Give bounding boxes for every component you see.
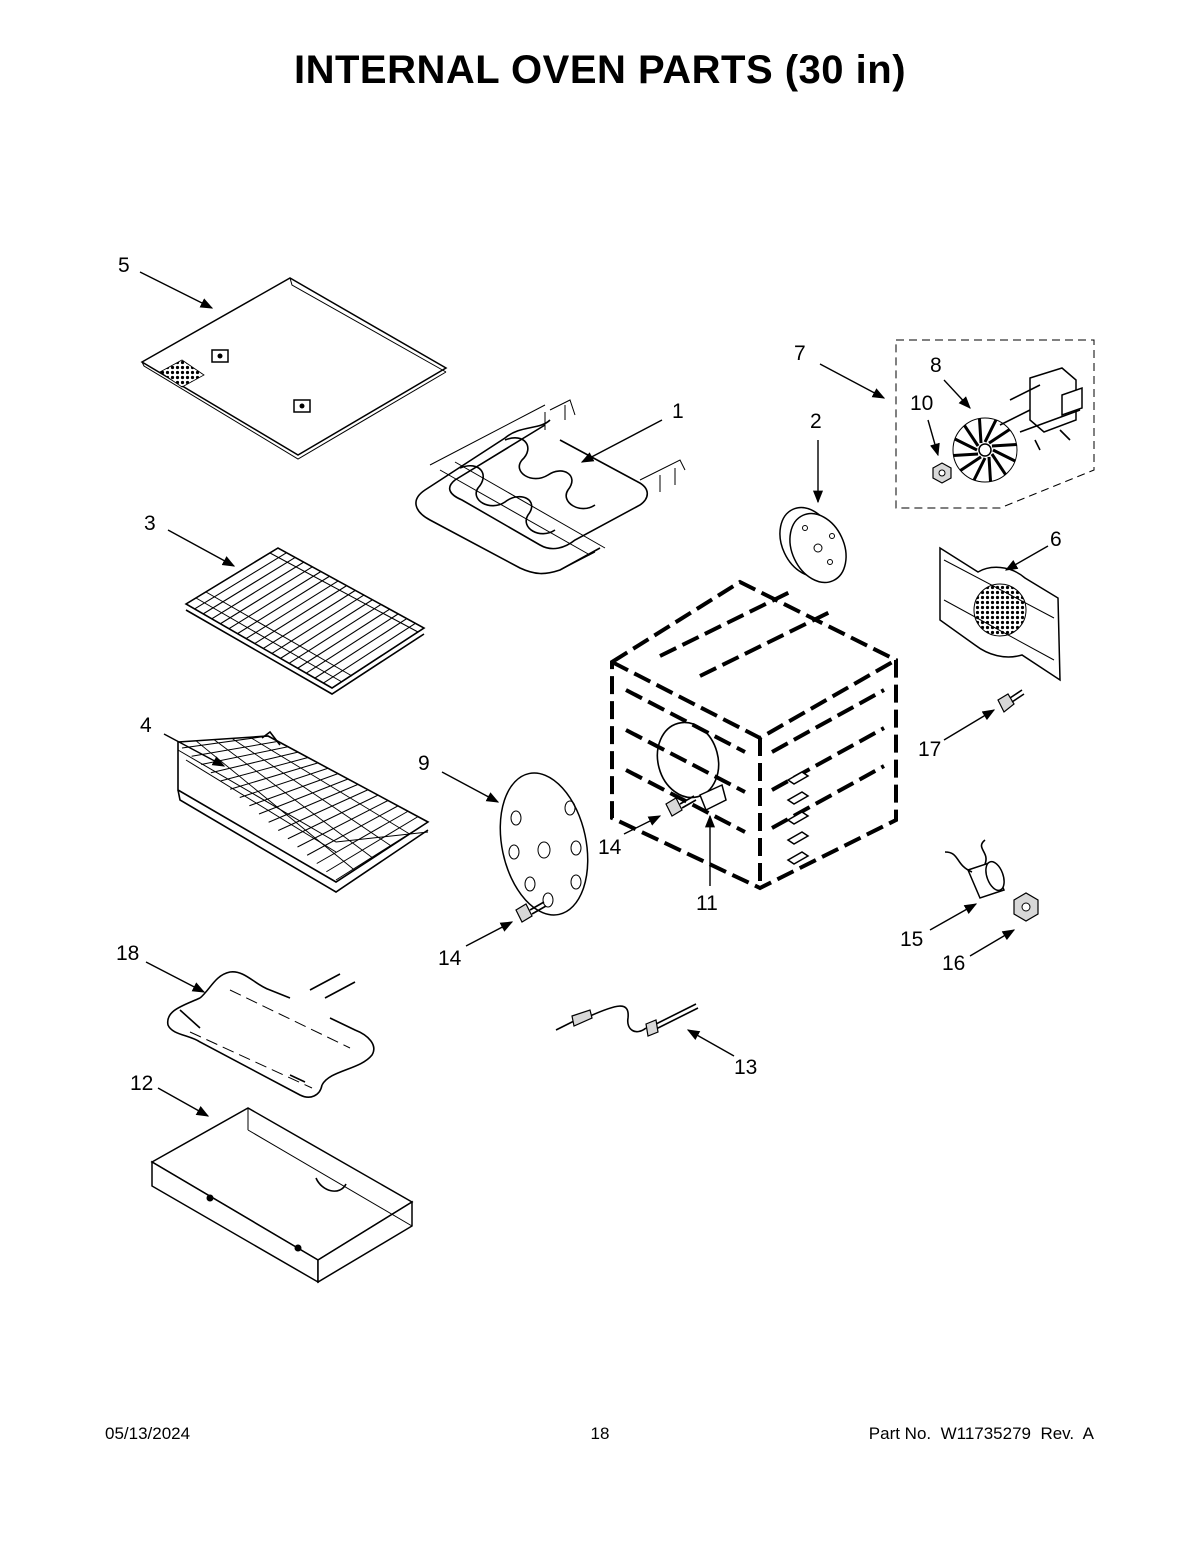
leader-9 bbox=[441, 771, 500, 803]
part-13-temp-probe bbox=[555, 1003, 699, 1037]
leader-4 bbox=[163, 733, 226, 767]
callout-3: 3 bbox=[144, 512, 156, 535]
leader-10 bbox=[927, 419, 940, 457]
footer-part-number: Part No. W11735279 Rev. A bbox=[868, 1424, 1094, 1443]
callout-4: 4 bbox=[140, 714, 152, 737]
leader-14b bbox=[465, 921, 514, 947]
part-2-baffle-disc bbox=[779, 506, 847, 584]
callout-1: 1 bbox=[672, 400, 684, 423]
leader-5 bbox=[139, 271, 214, 309]
footer-page-number: 18 bbox=[590, 1424, 610, 1443]
part-8-fan-blade bbox=[952, 417, 1018, 483]
page-title: INTERNAL OVEN PARTS (30 in) bbox=[293, 48, 907, 92]
motor bbox=[999, 367, 1083, 451]
part-6-fan-shroud bbox=[939, 546, 1061, 682]
part-7-convection-assembly bbox=[895, 339, 1095, 509]
leader-6 bbox=[1004, 545, 1049, 571]
leader-arrows bbox=[139, 271, 1049, 1117]
leader-8 bbox=[943, 379, 971, 409]
part-17-screw bbox=[997, 689, 1025, 713]
callout-labels: 5 1 3 4 7 8 10 2 6 17 9 14 11 14 15 16 1… bbox=[116, 254, 1062, 1095]
callout-18: 18 bbox=[116, 942, 139, 965]
callout-12: 12 bbox=[130, 1072, 153, 1095]
callout-5: 5 bbox=[118, 254, 130, 277]
callout-6: 6 bbox=[1050, 528, 1062, 551]
part-18-bake-element bbox=[167, 971, 375, 1098]
callout-13: 13 bbox=[734, 1056, 757, 1079]
callout-7: 7 bbox=[794, 342, 806, 365]
callout-14b: 14 bbox=[438, 947, 462, 970]
leader-12 bbox=[157, 1087, 210, 1117]
part-10-nut bbox=[932, 462, 952, 484]
callout-11: 11 bbox=[696, 892, 718, 915]
leader-16 bbox=[969, 929, 1016, 957]
callout-15: 15 bbox=[900, 928, 923, 951]
callout-2: 2 bbox=[810, 410, 822, 433]
leader-3 bbox=[167, 529, 236, 567]
leader-13 bbox=[686, 1029, 735, 1057]
part-14-screw-a bbox=[665, 795, 697, 817]
callout-10: 10 bbox=[910, 392, 933, 415]
callout-9: 9 bbox=[418, 752, 430, 775]
part-4-rollout-rack bbox=[177, 730, 430, 893]
part-16-nut bbox=[1013, 892, 1039, 922]
callout-8: 8 bbox=[930, 354, 942, 377]
callout-14a: 14 bbox=[598, 836, 622, 859]
footer-date: 05/13/2024 bbox=[105, 1424, 191, 1443]
leader-14a bbox=[623, 815, 662, 835]
part-12-bottom-pan bbox=[150, 1107, 414, 1284]
part-15-sensor bbox=[944, 839, 1006, 899]
part-3-oven-rack bbox=[184, 547, 426, 695]
part-9-rear-baffle bbox=[499, 772, 589, 916]
leader-17 bbox=[943, 709, 996, 741]
callout-17: 17 bbox=[918, 738, 941, 761]
part-1-broil-element bbox=[415, 399, 686, 575]
part-11-oven-cavity bbox=[610, 579, 898, 891]
leader-1 bbox=[580, 419, 663, 463]
leader-15 bbox=[929, 903, 978, 931]
part-14-screw-b bbox=[515, 901, 547, 923]
leader-18 bbox=[145, 961, 206, 993]
callout-16: 16 bbox=[942, 952, 965, 975]
part-5-bottom-panel bbox=[140, 277, 448, 460]
leader-7 bbox=[819, 363, 886, 399]
